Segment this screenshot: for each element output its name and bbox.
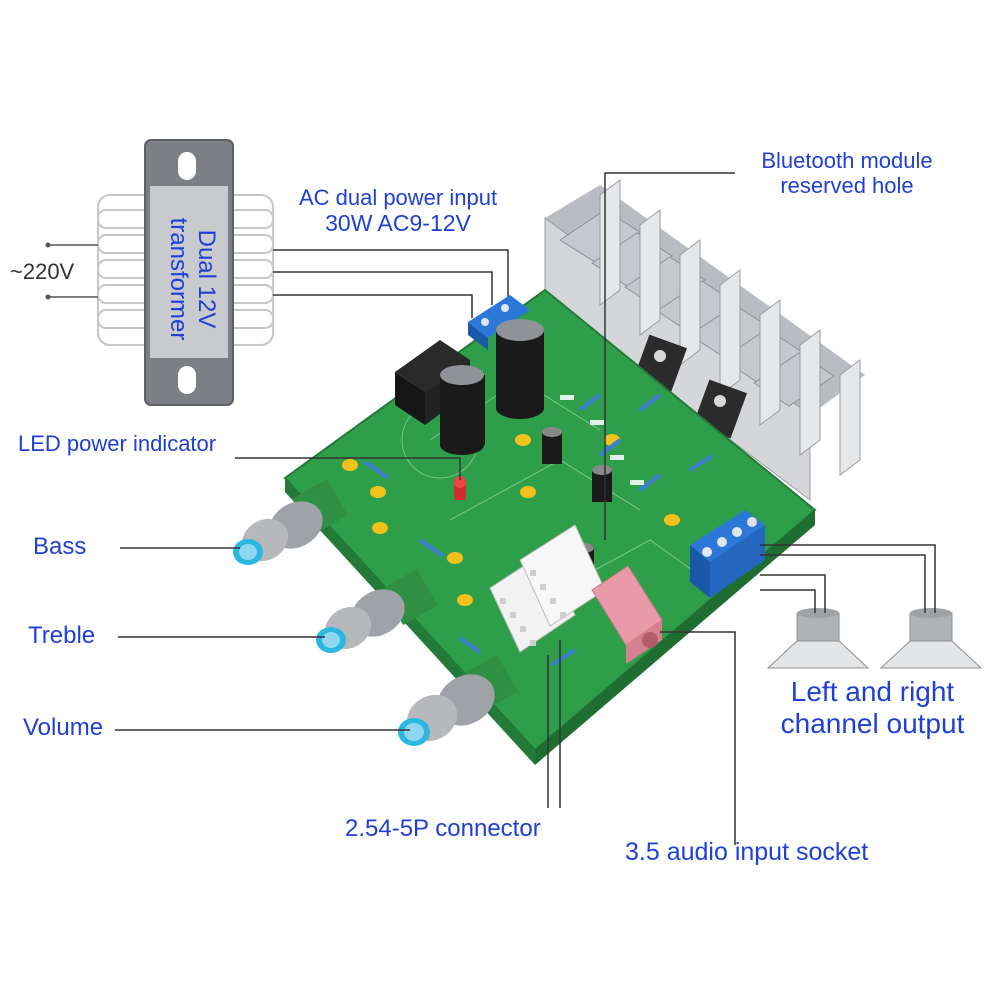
speaker-right <box>879 608 983 669</box>
led-indicator <box>454 476 466 500</box>
outputs-label: Left and right channel output <box>755 676 990 740</box>
treble-label: Treble <box>28 622 96 649</box>
volume-label: Volume <box>23 714 104 741</box>
mains-voltage-label: ~220V <box>10 259 75 284</box>
audio-input-label: 3.5 audio input socket <box>625 838 869 866</box>
outputs-label-line1: Left and right <box>790 676 955 707</box>
led-label: LED power indicator <box>18 431 217 456</box>
ac-input-label-line1: AC dual power input <box>298 185 498 210</box>
ac-input-leads <box>273 249 509 318</box>
transformer-label: Dual 12V transformer <box>162 204 220 354</box>
ac-input-label-line2: 30W AC9-12V <box>325 210 471 237</box>
leader-lines <box>115 172 936 845</box>
transformer-label-line2: transformer <box>165 217 193 341</box>
bluetooth-label: Bluetooth module reserved hole <box>722 148 972 199</box>
ac-terminal-block <box>468 295 530 350</box>
connector-5p <box>489 524 606 653</box>
bass-knob <box>233 478 348 565</box>
treble-knob <box>316 568 438 653</box>
speaker-left <box>766 608 870 669</box>
transformer-graphic <box>45 139 274 406</box>
output-terminal-block <box>690 510 765 598</box>
bluetooth-label-line1: Bluetooth module <box>761 148 933 173</box>
heatsink-graphic <box>544 179 865 502</box>
audio-jack <box>591 565 663 664</box>
bass-label: Bass <box>33 533 87 560</box>
ac-input-label: AC dual power input 30W AC9-12V <box>258 185 538 237</box>
bluetooth-label-line2: reserved hole <box>780 173 914 199</box>
volume-knob <box>398 654 518 746</box>
transformer-label-line1: Dual 12V <box>193 229 220 329</box>
outputs-label-line2: channel output <box>780 708 965 740</box>
connector-label: 2.54-5P connector <box>345 815 541 842</box>
